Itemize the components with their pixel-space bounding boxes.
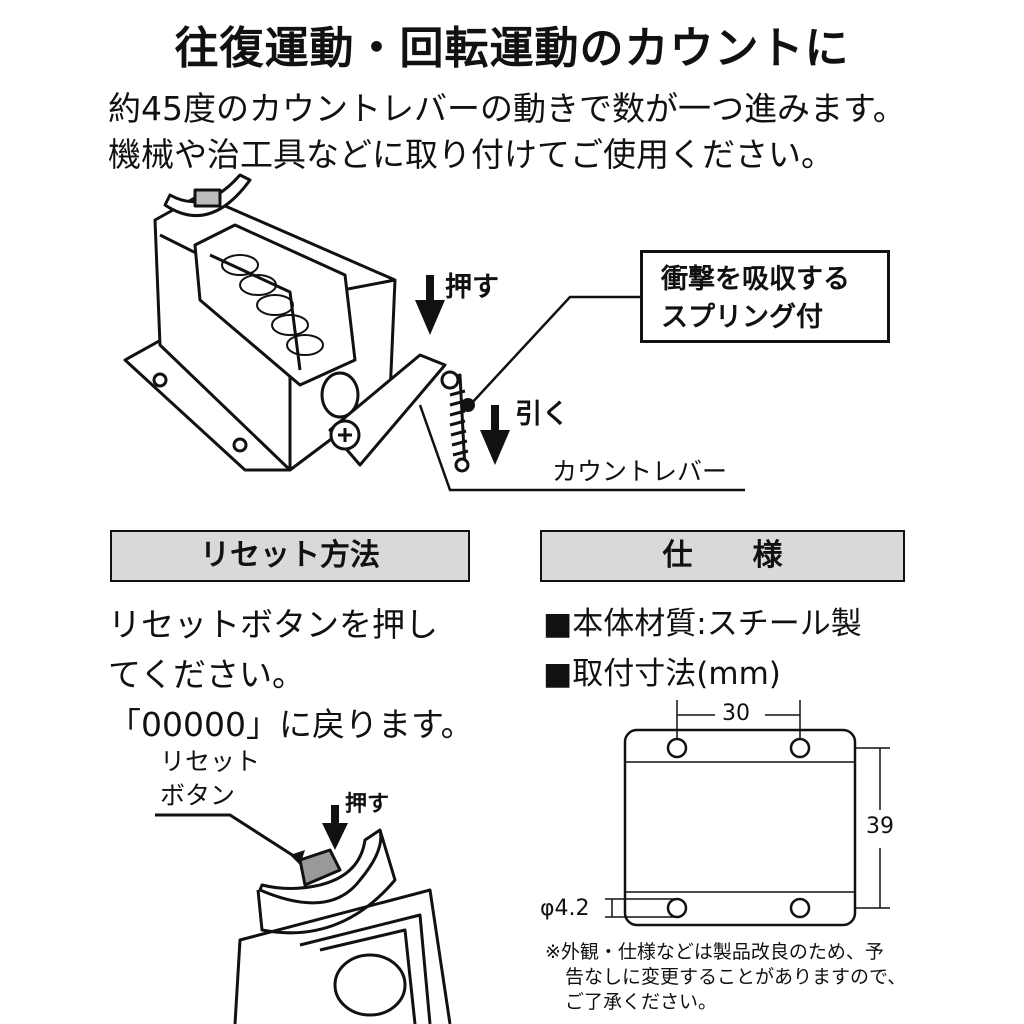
pull-label: 引く — [515, 399, 569, 430]
lead-line-1: 約45度のカウントレバーの動きで数が一つ進みます。 — [108, 89, 906, 128]
reset-button-label-2: ボタン — [160, 781, 236, 810]
note-line-2: 告なしに変更することがありますので、 — [565, 966, 907, 988]
reset-push-label: 押す — [345, 792, 390, 817]
dim-width: 30 — [722, 701, 750, 726]
callout-line-2: スプリング付 — [661, 302, 823, 333]
spring-callout: 衝撃を吸収する スプリング付 — [640, 250, 890, 343]
push-label: 押す — [445, 272, 499, 303]
spec-material: ■本体材質:スチール製 — [543, 606, 862, 642]
lead-line-2: 機械や治工具などに取り付けてご使用ください。 — [108, 135, 834, 174]
page-title: 往復運動・回転運動のカウントに — [174, 23, 850, 74]
count-lever-label: カウントレバー — [552, 457, 728, 486]
dim-hole: φ4.2 — [540, 896, 590, 921]
note-line-1: ※外観・仕様などは製品改良のため、予 — [545, 941, 884, 963]
reset-button-label-1: リセット — [160, 747, 261, 776]
dim-height: 39 — [866, 814, 894, 839]
reset-text-1: リセットボタンを押し — [108, 605, 438, 644]
note-line-3: ご了承ください。 — [565, 991, 718, 1013]
reset-text-2: てください。 — [108, 655, 306, 694]
spec-dimensions-title: ■取付寸法(mm) — [543, 656, 781, 692]
spec-header: 仕 様 — [540, 530, 905, 582]
reset-text-3: 「00000」に戻ります。 — [108, 705, 474, 744]
reset-header: リセット方法 — [110, 530, 470, 582]
callout-line-1: 衝撃を吸収する — [661, 264, 850, 295]
disclaimer-note: ※外観・仕様などは製品改良のため、予 告なしに変更することがありますので、 ご了… — [545, 940, 925, 1015]
